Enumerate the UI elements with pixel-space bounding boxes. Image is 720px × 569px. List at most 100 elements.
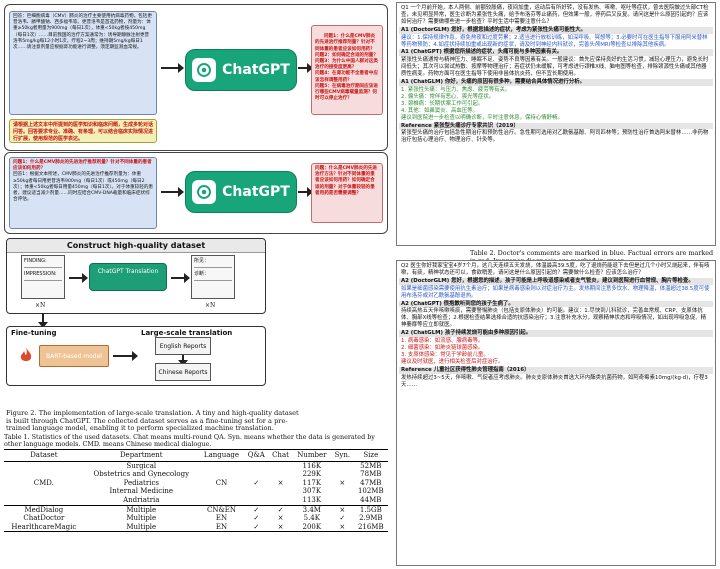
cmd-language-cell: CN	[198, 461, 245, 506]
cmd-dept-2: Pediatrics	[123, 478, 159, 487]
fig1-generated-questions: 问题1：什么是CMV肺炎的先进治疗推荐剂量？针对不同体重的患者应该如何用药？ 问…	[311, 25, 383, 115]
qa-cell: ✓	[244, 522, 269, 533]
english-report-doc: FINDING: IMPRESSION:	[21, 255, 65, 299]
dataset-cell: HearlthcareMagic	[4, 522, 84, 533]
bart-label: BART-based model	[46, 353, 102, 360]
figure-2-caption: Figure 2. The implementation of large-sc…	[6, 409, 299, 433]
chatgpt-logo-box-2: ChatGPT	[185, 171, 297, 213]
col-dataset: Dataset	[4, 449, 84, 462]
cmd-size-2: 47MB	[360, 478, 382, 487]
fig1-bottom-panel: 问题1：什么是CMV肺炎的先进治疗推荐剂量？针对不同体重的患者应该如何用药？ 回…	[4, 152, 388, 234]
cmd-dataset-cell: CMD.	[4, 461, 84, 506]
a2-doctorglm-body: 如果是细菌感染需要使用抗生素治疗；如果是病毒感染则以对症治疗为主。发热期间注意多…	[401, 285, 710, 299]
department-cell: Multiple	[126, 514, 157, 523]
zh-finding-label: 所见：	[194, 258, 210, 264]
a1-chatglm-body: 1. 紧张性头痛：与压力、焦虑、疲劳等有关。 2. 偏头痛：常伴有恶心、畏光等症…	[401, 86, 563, 121]
fire-icon	[19, 347, 33, 363]
col-qa: Q&A	[244, 449, 269, 462]
fig1-follow-up: 问题1：什么是CMV肺炎的先进治疗推荐剂量？针对不同体重的患者应该如何用药？ 问…	[315, 34, 378, 102]
qa-cell: ✓	[253, 514, 260, 523]
size-cell: 216MB	[353, 522, 388, 533]
fig1-top-panel: 回答：巨细胞病毒（CMV）肺炎的治疗主要使用抗病毒药物，包括更昔洛韦、膦甲酸钠、…	[4, 4, 388, 151]
cmd-dept-4: Andriatria	[83, 495, 199, 506]
figure-2: Construct high-quality dataset FINDING: …	[6, 238, 299, 433]
finetune-title: Fine-tuning	[11, 329, 57, 337]
cmd-number-0: 116K	[302, 461, 322, 470]
english-reports-label: English Reports	[159, 343, 207, 350]
a2-chatglm-head: A2 (ChatGLM) 孩子持续发烧可能由多种原因引起。	[399, 330, 713, 338]
number-cell: 3.4M	[302, 505, 321, 514]
col-language: Language	[198, 449, 245, 462]
right-top-panel: Q1 一个月前开始，本人两侧、前额较胀痛，夜间加重，运动后有所好转，没有发热、咳…	[396, 2, 716, 246]
fig1-answer-top: 回答：巨细胞病毒（CMV）肺炎的治疗主要使用抗病毒药物，包括更昔洛韦、膦甲酸钠、…	[13, 14, 152, 51]
right-bottom-panel: Q2 医生你好我家宝宝4岁7个月，这几天连续五天发烧，体温最高39.5度，吃了退…	[396, 260, 716, 566]
cmd-size-0: 52MB	[360, 461, 382, 470]
fig1-note-red: 请根据上述文本中所提到的医学知识和临床问题，生成多轮对话问答。回答要求专业、准确…	[13, 122, 154, 143]
fig1-answer-bottom: 回答1：根据文本所述，CMV肺炎的先进治疗推荐剂量为：体重≥50kg者每日用更昔…	[13, 172, 154, 203]
reference-1-body: 紧张型头痛的治疗包括急性期治疗和预防性治疗。急性期可选用对乙酰氨基酚、阿司匹林等…	[401, 130, 709, 144]
number-cell: 200K	[292, 522, 332, 533]
cmd-qa-cell: ✓	[244, 461, 269, 506]
chatgpt-label-2: ChatGPT	[222, 184, 290, 200]
department-cell: Multiple	[126, 505, 157, 514]
a1-chatglm-head: A1 (ChatGLM) 你好，头痛的原因有很多种，需要结合具体情况进行分析。	[399, 79, 713, 86]
cmd-number-2: 117K	[302, 478, 322, 487]
number-cell: 5.4K	[303, 514, 320, 523]
cmd-number-4: 113K	[292, 495, 332, 506]
table-row: Andriatria 113K 44MB	[4, 495, 388, 506]
fig2-arrow-4	[178, 355, 188, 366]
finetuning-box: Fine-tuning Large-scale translation BART…	[6, 326, 266, 386]
q2-text: Q2 医生你好我家宝宝4岁7个月，这几天连续五天发烧，体温最高39.5度，吃了退…	[401, 263, 710, 276]
table-row: HearlthcareMagic Multiple EN ✓ × 200K × …	[4, 522, 388, 533]
fig1-qa-text: 问题1：什么是CMV肺炎的先进治疗推荐剂量？针对不同体重的患者应该如何用药？ 回…	[9, 157, 157, 229]
fig1-source-text: 回答：巨细胞病毒（CMV）肺炎的治疗主要使用抗病毒药物，包括更昔洛韦、膦甲酸钠、…	[9, 11, 157, 115]
impression-label: IMPRESSION:	[24, 271, 57, 277]
large-scale-title: Large-scale translation	[141, 329, 233, 337]
openai-icon	[192, 180, 217, 204]
syn-cell: ×	[339, 505, 346, 514]
size-cell: 1.5GB	[359, 505, 382, 514]
cmd-number-1: 229K	[302, 470, 322, 479]
fig1-arrow-1	[161, 63, 184, 73]
datasets-table: Dataset Department Language Q&A Chat Num…	[4, 449, 388, 533]
reference-1-head: Reference 紧张型头痛诊疗专家共识（2019）	[399, 122, 713, 130]
chinese-reports-box: Chinese Reports	[155, 363, 211, 381]
a2-chatgpt-body: 持续高热五天伴咳嗽咳痰，需要警惕肺炎（包括支原体肺炎）的可能。建议：1.尽快到儿…	[401, 308, 707, 329]
col-department: Department	[83, 449, 199, 462]
syn-cell: ×	[331, 522, 354, 533]
language-cell: CN&EN	[207, 505, 236, 514]
a1-doctorglm-body: 建议：1.保持规律作息，避免熬夜和过度劳累；2.适当进行放松训练，如深呼吸、冥想…	[401, 34, 708, 48]
col-syn: Syn.	[331, 449, 354, 462]
cmd-dept-0: Surgical	[126, 461, 157, 470]
q1-text: Q1 一个月前开始，本人两侧、前额较胀痛，夜间加重，运动后有所好转，没有发热、咳…	[401, 5, 709, 25]
fig1-question-top: 问题：什么是CMV肺炎的先进治疗方法？针对不同体重的患者应该如何用药？如何确定合…	[315, 166, 378, 196]
fig1-arrow-3	[161, 187, 184, 197]
fig2-arrow-2	[171, 273, 190, 283]
qa-cell: ✓	[253, 505, 260, 514]
table-header-row: Dataset Department Language Q&A Chat Num…	[4, 449, 388, 462]
col-size: Size	[353, 449, 388, 462]
col-number: Number	[292, 449, 332, 462]
cmd-syn-cell: ×	[331, 461, 354, 506]
table-row: Pediatrics 117K 47MB	[4, 479, 388, 488]
table-row: MedDialog Multiple CN&EN ✓ ✓ 3.4M × 1.5G…	[4, 505, 388, 514]
chatgpt-translation-label: ChatGPT Translation	[97, 268, 159, 275]
a1-chatgpt-body: 紧张性头痛通常与精神压力、睡眠不足、姿势不良等因素有关。一般建议：首先应保持良好…	[401, 57, 709, 78]
chinese-reports-label: Chinese Reports	[158, 369, 208, 376]
fig1-prompt-note: 请根据上述文本中所提到的医学知识和临床问题，生成多轮对话问答。回答要求专业、准确…	[9, 119, 157, 143]
table-row: Internal Medicine 307K 102MB	[4, 487, 388, 496]
bart-model-box: BART-based model	[39, 345, 109, 367]
cmd-dept-1: Obstetrics and Gynecology	[93, 470, 190, 479]
cmd-number-3: 307K	[302, 487, 322, 496]
cmd-size-3: 102MB	[357, 487, 384, 496]
chatgpt-translation-box: ChatGPT Translation	[89, 263, 167, 291]
zh-impression-label: 诊断：	[194, 271, 210, 277]
table-row: ChatDoctor Multiple EN ✓ × 5.4K ✓ 2.9MB	[4, 514, 388, 523]
chat-cell: ×	[277, 514, 284, 523]
dataset-cell: MedDialog	[24, 505, 64, 514]
openai-icon	[192, 58, 217, 82]
fig1-arrow-4	[298, 187, 313, 197]
cmd-size-4: 44MB	[353, 495, 388, 506]
table-1: Dataset Department Language Q&A Chat Num…	[4, 449, 388, 533]
chinese-report-doc: 所见： 诊断：	[191, 255, 235, 299]
